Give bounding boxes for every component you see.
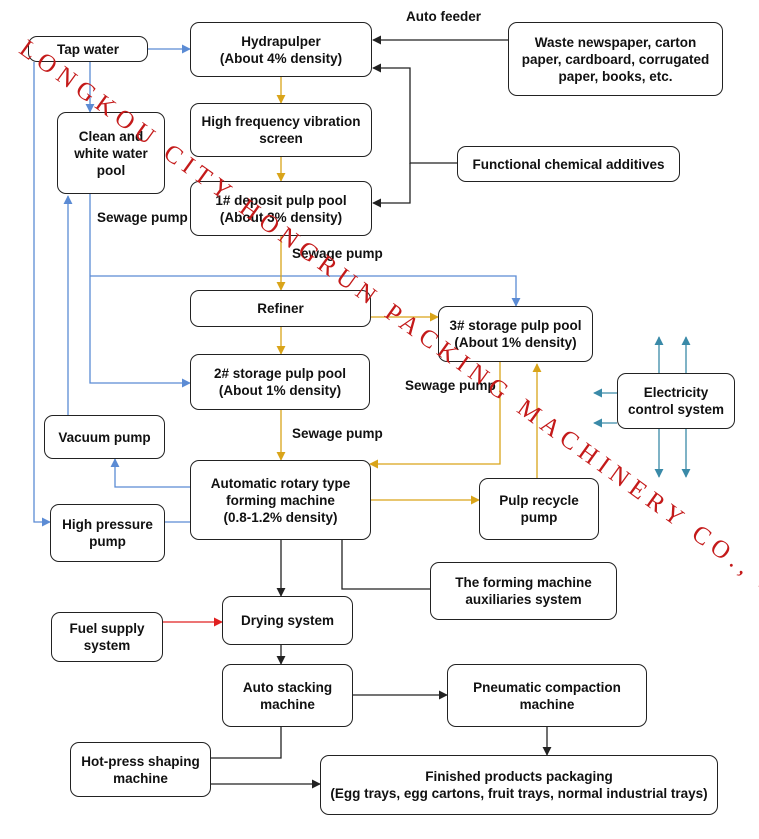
recycle-line-1: Pulp recycle xyxy=(499,493,579,508)
waste-paper-box: Waste newspaper, carton paper, cardboard… xyxy=(508,22,723,96)
tap-water-line-1: Tap water xyxy=(56,41,119,57)
forming-line-2: forming machine xyxy=(226,492,335,508)
storage-pool-3-box: 3# storage pulp pool (About 1% density) xyxy=(438,306,593,362)
fuel-supply-box: Fuel supply system xyxy=(51,612,163,662)
fuel-line-2: system xyxy=(83,638,131,653)
waste-paper-line-2: paper, cardboard, corrugated xyxy=(521,51,710,67)
refiner-line-1: Refiner xyxy=(257,301,304,316)
pneumatic-line-2: machine xyxy=(519,696,575,712)
pulp-recycle-pump-box: Pulp recycle pump xyxy=(479,478,599,540)
auto-stacking-box: Auto stacking machine xyxy=(222,664,353,727)
auxiliaries-line-1: The forming machine xyxy=(455,575,592,590)
sewage-pump-label-1: Sewage pump xyxy=(97,210,188,225)
screen-line-2: screen xyxy=(259,131,303,146)
stacking-line-2: machine xyxy=(260,696,315,712)
arrow-chem-to-hydrapulper xyxy=(372,63,457,164)
finished-line-2: (Egg trays, egg cartons, fruit trays, no… xyxy=(330,786,708,801)
waste-paper-line-3: paper, books, etc. xyxy=(558,68,673,84)
storage2-line-1: 2# storage pulp pool xyxy=(213,366,346,381)
clean-pool-line-2: white water xyxy=(74,145,148,161)
drying-line-1: Drying system xyxy=(240,613,335,628)
high-pressure-line-1: High pressure xyxy=(62,517,153,532)
vibration-screen-box: High frequency vibration screen xyxy=(190,103,372,157)
hydrapulper-box: Hydrapulper (About 4% density) xyxy=(190,22,372,77)
clean-pool-line-1: Clean and xyxy=(78,128,144,144)
storage2-line-2: (About 1% density) xyxy=(218,383,342,398)
storage3-line-2: (About 1% density) xyxy=(454,335,577,350)
line-forming-to-auxiliaries xyxy=(341,540,430,590)
deposit-pulp-pool-box: 1# deposit pulp pool (About 3% density) xyxy=(190,181,372,236)
deposit-pool-line-1: 1# deposit pulp pool xyxy=(215,192,347,208)
arrow-storage3-to-forming xyxy=(369,362,501,469)
clean-white-water-pool-box: Clean and white water pool xyxy=(57,112,165,194)
hot-press-line-2: machine xyxy=(113,770,168,786)
sewage-pump-label-4: Sewage pump xyxy=(292,426,383,441)
chemical-additives-line-1: Functional chemical additives xyxy=(472,156,665,172)
forming-line-3: (0.8-1.2% density) xyxy=(223,509,338,525)
electricity-line-1: Electricity xyxy=(643,385,709,400)
storage3-line-1: 3# storage pulp pool xyxy=(449,318,582,333)
deposit-pool-line-2: (About 3% density) xyxy=(219,209,343,225)
auxiliaries-line-2: auxiliaries system xyxy=(465,592,582,607)
sewage-pump-label-3: Sewage pump xyxy=(405,378,496,393)
line-stacking-to-hotpress xyxy=(211,727,282,759)
tap-water-box: Tap water xyxy=(28,36,148,62)
high-pressure-line-2: pump xyxy=(89,534,126,549)
forming-machine-box: Automatic rotary type forming machine (0… xyxy=(190,460,371,540)
finished-line-1: Finished products packaging xyxy=(425,769,613,784)
arrow-pool-to-storage3 xyxy=(90,275,521,307)
stacking-line-1: Auto stacking xyxy=(242,679,333,695)
finished-products-box: Finished products packaging (Egg trays, … xyxy=(320,755,718,815)
vacuum-pump-box: Vacuum pump xyxy=(44,415,165,459)
hot-press-line-1: Hot-press shaping xyxy=(81,753,200,769)
hot-press-shaping-box: Hot-press shaping machine xyxy=(70,742,211,797)
pneumatic-compaction-box: Pneumatic compaction machine xyxy=(447,664,647,727)
clean-pool-line-3: pool xyxy=(96,162,126,178)
hydrapulper-line-1: Hydrapulper xyxy=(241,33,321,49)
refiner-box: Refiner xyxy=(190,290,371,327)
screen-line-1: High frequency vibration xyxy=(201,114,361,129)
forming-line-1: Automatic rotary type xyxy=(210,475,351,491)
auto-feeder-label: Auto feeder xyxy=(406,9,482,24)
arrow-forming-to-vacuum xyxy=(110,458,190,488)
pneumatic-line-1: Pneumatic compaction xyxy=(473,679,621,695)
arrow-pool-to-storage2 xyxy=(89,194,191,388)
high-pressure-pump-box: High pressure pump xyxy=(50,504,165,562)
recycle-line-2: pump xyxy=(520,510,558,525)
electricity-line-2: control system xyxy=(627,402,725,417)
electricity-control-box: Electricity control system xyxy=(617,373,735,429)
hydrapulper-line-2: (About 4% density) xyxy=(219,50,343,66)
storage-pool-2-box: 2# storage pulp pool (About 1% density) xyxy=(190,354,370,410)
auxiliaries-system-box: The forming machine auxiliaries system xyxy=(430,562,617,620)
waste-paper-line-1: Waste newspaper, carton xyxy=(534,34,697,50)
vacuum-pump-line-1: Vacuum pump xyxy=(58,429,151,445)
arrow-chem-to-deposit xyxy=(372,163,411,208)
drying-system-box: Drying system xyxy=(222,596,353,645)
fuel-line-1: Fuel supply xyxy=(69,621,145,636)
arrow-tap-to-high-pressure xyxy=(33,62,51,527)
sewage-pump-label-2: Sewage pump xyxy=(292,246,383,261)
chemical-additives-box: Functional chemical additives xyxy=(457,146,680,182)
